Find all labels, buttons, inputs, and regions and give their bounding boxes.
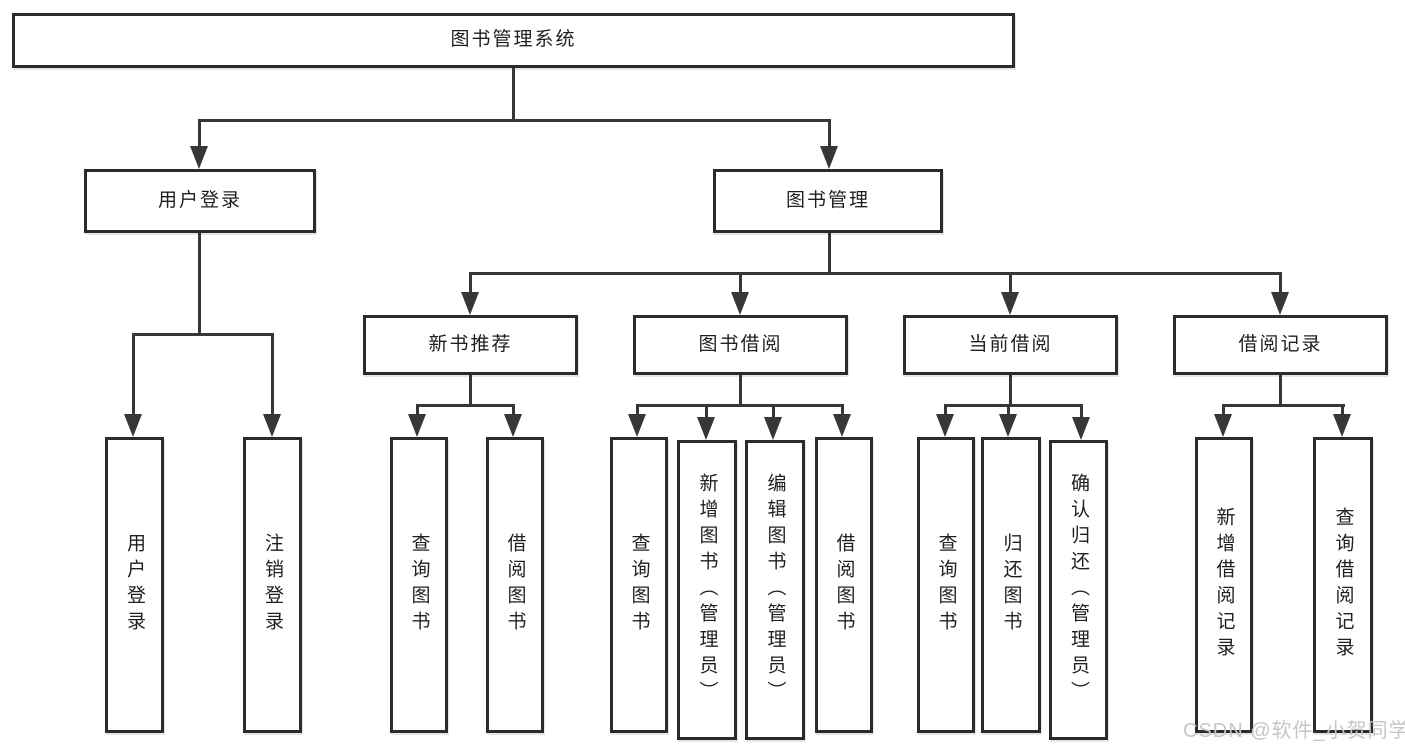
connector-arrowhead [764,417,782,440]
connector-arrowhead [697,417,715,440]
leaf-query-books-recommend: 查询图书 [390,437,448,733]
leaf-label: 确认归还（管理员） [1068,473,1089,707]
leaf-confirm-return-admin: 确认归还（管理员） [1049,440,1108,740]
leaf-label: 用户登录 [124,533,145,637]
leaf-label: 注销登录 [262,533,283,637]
node-label: 新书推荐 [428,333,513,355]
node-library-management-system: 图书管理系统 [12,13,1015,68]
leaf-borrow-books: 借阅图书 [815,437,873,733]
connector-line [944,404,947,414]
leaf-label: 借阅图书 [504,533,526,637]
connector-line [739,272,742,292]
connector-arrowhead [124,414,142,437]
connector-line [198,233,201,334]
connector-line [1341,404,1344,414]
leaf-label: 查询图书 [628,533,650,637]
connector-line [772,404,775,417]
connector-line [636,404,639,414]
leaf-label: 查询借阅记录 [1332,507,1354,663]
node-borrow-record: 借阅记录 [1173,315,1388,375]
leaf-edit-books-admin: 编辑图书（管理员） [745,440,805,740]
connector-line [512,68,515,121]
connector-line [1007,404,1010,414]
leaf-query-borrow-record: 查询借阅记录 [1313,437,1373,733]
node-new-book-recommend: 新书推荐 [363,315,578,375]
connector-line [132,333,274,336]
connector-line [469,272,472,292]
connector-line [271,333,274,414]
connector-arrowhead [263,414,281,437]
leaf-user-login: 用户登录 [105,437,164,733]
node-label: 图书管理系统 [450,29,577,51]
leaf-query-books-current: 查询图书 [917,437,975,733]
connector-line [1009,375,1012,406]
node-label: 当前借阅 [968,333,1053,355]
node-current-borrow: 当前借阅 [903,315,1118,375]
leaf-label: 查询图书 [935,533,957,637]
connector-line [416,404,419,414]
connector-arrowhead [999,414,1017,437]
leaf-label: 查询图书 [408,533,430,637]
leaf-label: 新增借阅记录 [1213,507,1235,663]
connector-arrowhead [408,414,426,437]
leaf-logout: 注销登录 [243,437,302,733]
connector-line [198,119,831,122]
node-book-borrow: 图书借阅 [633,315,848,375]
leaf-borrow-books-recommend: 借阅图书 [486,437,544,733]
connector-arrowhead [190,146,208,169]
connector-line [828,233,831,274]
connector-arrowhead [1333,414,1351,437]
leaf-add-borrow-record: 新增借阅记录 [1195,437,1253,733]
connector-line [739,375,742,406]
connector-line [1009,272,1012,292]
connector-arrowhead [628,414,646,437]
node-label: 用户登录 [157,189,242,211]
connector-arrowhead [1072,417,1090,440]
node-book-management: 图书管理 [713,169,943,233]
connector-line [469,272,1282,275]
leaf-query-books-borrow: 查询图书 [610,437,668,733]
connector-line [636,404,844,407]
node-label: 图书管理 [785,189,870,211]
node-label: 借阅记录 [1238,333,1323,355]
leaf-return-books: 归还图书 [981,437,1041,733]
connector-arrowhead [833,414,851,437]
connector-line [1222,404,1345,407]
connector-line [512,404,515,414]
connector-line [841,404,844,414]
leaf-label: 编辑图书（管理员） [764,473,786,707]
connector-line [469,375,472,406]
node-user-login: 用户登录 [84,169,316,233]
connector-arrowhead [731,292,749,315]
connector-line [828,119,831,147]
connector-line [705,404,708,417]
connector-arrowhead [461,292,479,315]
connector-arrowhead [1001,292,1019,315]
connector-arrowhead [1214,414,1232,437]
leaf-label: 借阅图书 [833,533,855,637]
connector-arrowhead [936,414,954,437]
connector-line [198,119,201,147]
leaf-label: 新增图书（管理员） [696,473,718,707]
connector-line [944,404,1083,407]
connector-line [1080,404,1083,417]
connector-line [416,404,515,407]
connector-line [1279,375,1282,406]
connector-line [1279,272,1282,292]
connector-line [132,333,135,414]
node-label: 图书借阅 [698,333,783,355]
leaf-add-books-admin: 新增图书（管理员） [677,440,737,740]
leaf-label: 归还图书 [1000,533,1022,637]
connector-arrowhead [504,414,522,437]
connector-arrowhead [1271,292,1289,315]
csdn-watermark: CSDN @软件_小贺同学 [1183,720,1405,742]
connector-line [1222,404,1225,414]
connector-arrowhead [820,146,838,169]
